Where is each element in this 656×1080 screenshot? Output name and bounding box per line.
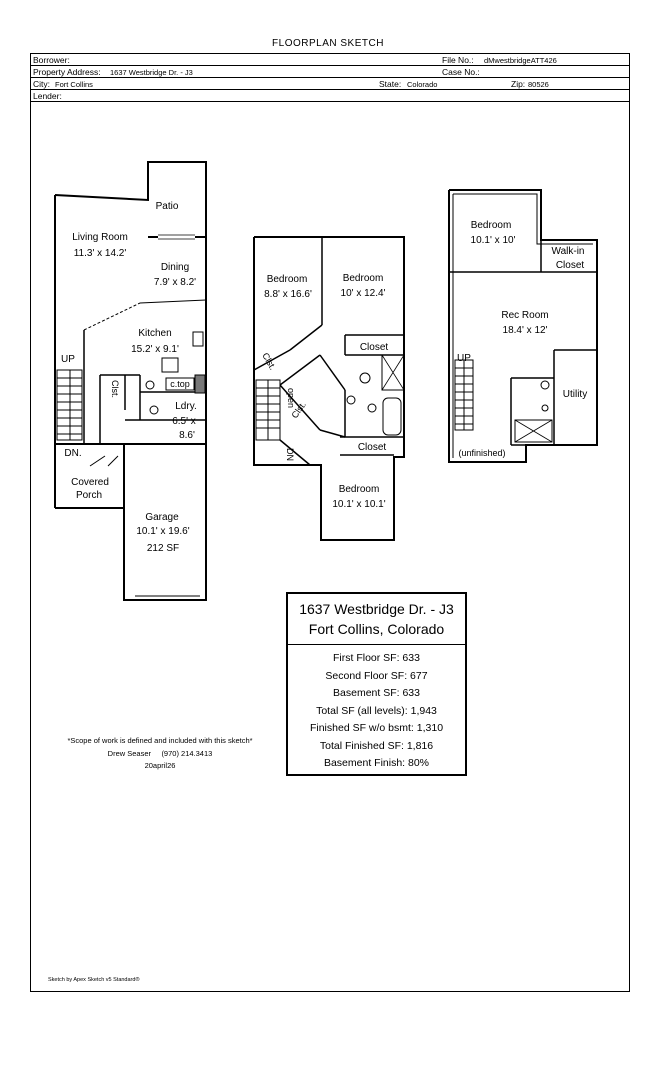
sketch-frame-bottom bbox=[30, 991, 630, 992]
stair-down-label: DN. bbox=[64, 448, 81, 459]
toilet-icon bbox=[145, 380, 155, 390]
sink-icon bbox=[149, 405, 159, 415]
toilet-icon-3 bbox=[367, 403, 377, 413]
countertop-label: c.top bbox=[170, 379, 190, 389]
room-bedroom-3: Bedroom bbox=[339, 484, 380, 495]
room-garage-sf: 212 SF bbox=[147, 543, 179, 554]
summary-address-line1: 1637 Westbridge Dr. - J3 bbox=[299, 601, 454, 617]
clst-1-label: Clst. bbox=[260, 351, 278, 372]
basement-unfinished: (unfinished) bbox=[458, 448, 505, 458]
room-bedroom-1-dims: 8.8' x 16.6' bbox=[264, 289, 312, 300]
property-address-value: 1637 Westbridge Dr. - J3 bbox=[110, 68, 193, 77]
total-finished-sf: Total Finished SF: 1,816 bbox=[319, 739, 434, 752]
room-laundry-dims-2: 8.6' bbox=[179, 430, 195, 441]
room-bedroom-2: Bedroom bbox=[343, 273, 384, 284]
document-title: FLOORPLAN SKETCH bbox=[272, 38, 384, 49]
basement-finish: Basement Finish: 80% bbox=[323, 757, 430, 769]
toilet-icon-2 bbox=[359, 372, 371, 384]
room-covered-porch-1: Covered bbox=[71, 477, 109, 488]
summary-address: 1637 Westbridge Dr. - J3 Fort Collins, C… bbox=[288, 594, 465, 645]
scope-note: *Scope of work is defined and included w… bbox=[67, 736, 253, 745]
author-note: Drew Seaser (970) 214.3413 bbox=[107, 749, 213, 758]
room-dining-dims: 7.9' x 8.2' bbox=[154, 277, 196, 288]
toilet-icon-4 bbox=[540, 380, 550, 390]
room-kitchen-dims: 15.2' x 9.1' bbox=[131, 344, 179, 355]
sink-icon-2 bbox=[346, 395, 356, 405]
state-value: Colorado bbox=[407, 80, 438, 89]
basement-rec-room-dims: 18.4' x 12' bbox=[503, 325, 548, 336]
lender-label: Lender: bbox=[33, 91, 62, 101]
summary-box: 1637 Westbridge Dr. - J3 Fort Collins, C… bbox=[286, 592, 467, 776]
basement-sf: Basement SF: 633 bbox=[333, 687, 420, 699]
sink-icon-3 bbox=[541, 404, 549, 412]
first-floor-plan bbox=[54, 161, 207, 601]
room-living-room: Living Room bbox=[72, 232, 128, 243]
summary-address-line2: Fort Collins, Colorado bbox=[308, 621, 445, 637]
walkin-closet-2: Closet bbox=[556, 260, 585, 271]
room-covered-porch-2: Porch bbox=[76, 490, 102, 501]
closet-2-label: Closet bbox=[358, 442, 387, 453]
finished-sf-wo-bsmt: Finished SF w/o bsmt: 1,310 bbox=[309, 722, 444, 734]
borrower-row: Borrower: File No.: dMwestbridgeATT426 bbox=[31, 54, 629, 66]
room-kitchen: Kitchen bbox=[138, 328, 171, 339]
state-label: State: bbox=[379, 79, 402, 89]
property-address-label: Property Address: bbox=[33, 67, 101, 77]
room-garage-dims: 10.1' x 19.6' bbox=[136, 526, 189, 537]
total-sf: Total SF (all levels): 1,943 bbox=[316, 704, 437, 717]
city-value: Fort Collins bbox=[55, 80, 93, 89]
stair-up-label: UP bbox=[61, 354, 75, 365]
room-bedroom-3-dims: 10.1' x 10.1' bbox=[332, 499, 385, 510]
basement-bedroom: Bedroom bbox=[471, 220, 512, 231]
borrower-label: Borrower: bbox=[33, 55, 70, 65]
room-bedroom-1: Bedroom bbox=[267, 274, 308, 285]
zip-label: Zip: bbox=[511, 79, 526, 89]
room-bedroom-2-dims: 10' x 12.4' bbox=[341, 288, 386, 299]
second-floor-plan bbox=[253, 236, 405, 541]
sketch-frame bbox=[30, 101, 630, 992]
city-row: City: Fort Collins State: Colorado Zip: … bbox=[31, 78, 629, 90]
case-no-label: Case No.: bbox=[442, 67, 480, 77]
software-credit: Sketch by Apex Sketch v5 Standard® bbox=[48, 977, 140, 983]
file-no-label: File No.: bbox=[442, 55, 474, 65]
room-laundry-dims-1: 6.5' x bbox=[172, 416, 196, 427]
room-laundry: Ldry. bbox=[175, 401, 197, 412]
room-garage: Garage bbox=[145, 512, 179, 523]
file-no-value: dMwestbridgeATT426 bbox=[484, 56, 557, 65]
summary-sf-list: First Floor SF: 633 Second Floor SF: 677… bbox=[288, 645, 465, 773]
date-note: 20april26 bbox=[144, 761, 176, 770]
walkin-closet-1: Walk-in bbox=[552, 246, 585, 257]
closet-label: Clst. bbox=[110, 380, 120, 398]
room-living-room-dims: 11.3' x 14.2' bbox=[74, 248, 127, 259]
property-row: Property Address: 1637 Westbridge Dr. - … bbox=[31, 66, 629, 78]
closet-1-label: Closet bbox=[360, 342, 389, 353]
second-floor-sf: Second Floor SF: 677 bbox=[325, 669, 428, 682]
basement-plan bbox=[448, 189, 598, 463]
city-label: City: bbox=[33, 79, 50, 89]
room-dining: Dining bbox=[161, 262, 189, 273]
basement-rec-room: Rec Room bbox=[501, 310, 548, 321]
stair-dn-label: DN bbox=[285, 448, 295, 461]
first-floor-sf: First Floor SF: 633 bbox=[333, 652, 420, 664]
basement-stair-up: UP bbox=[457, 353, 471, 364]
zip-value: 80526 bbox=[528, 80, 549, 89]
room-patio: Patio bbox=[156, 201, 179, 212]
basement-bedroom-dims: 10.1' x 10' bbox=[471, 235, 516, 246]
basement-utility: Utility bbox=[563, 389, 587, 400]
open-label: open bbox=[286, 388, 296, 408]
